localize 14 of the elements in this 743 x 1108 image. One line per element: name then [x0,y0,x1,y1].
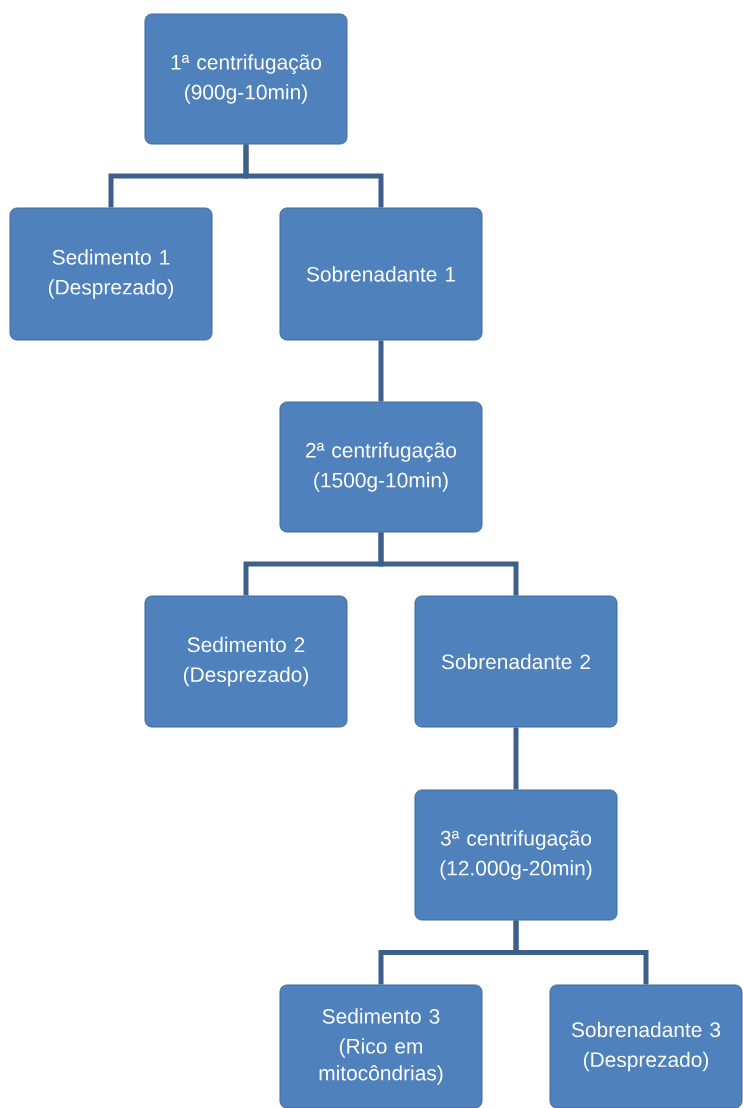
connector-line [378,532,519,596]
process-box: Sedimento 2 (Desprezado) [144,595,348,728]
process-box: 2ª centrifugação (1500g-10min) [279,401,483,533]
process-box: Sobrenadante 2 [414,595,618,728]
process-box: 1ª centrifugação (900g-10min) [144,13,348,145]
process-box: 3ª centrifugação (12.000g-20min) [414,789,618,921]
connector-line [513,920,649,985]
process-box: Sedimento 3 (Rico em mitocôndrias) [279,984,483,1108]
connector-line [243,144,384,208]
process-box: Sobrenadante 3 (Desprezado) [549,984,743,1108]
process-box: Sedimento 1 (Desprezado) [9,207,213,341]
connector-line [378,340,384,402]
process-box: Sobrenadante 1 [279,207,483,341]
connector-line [513,727,519,790]
